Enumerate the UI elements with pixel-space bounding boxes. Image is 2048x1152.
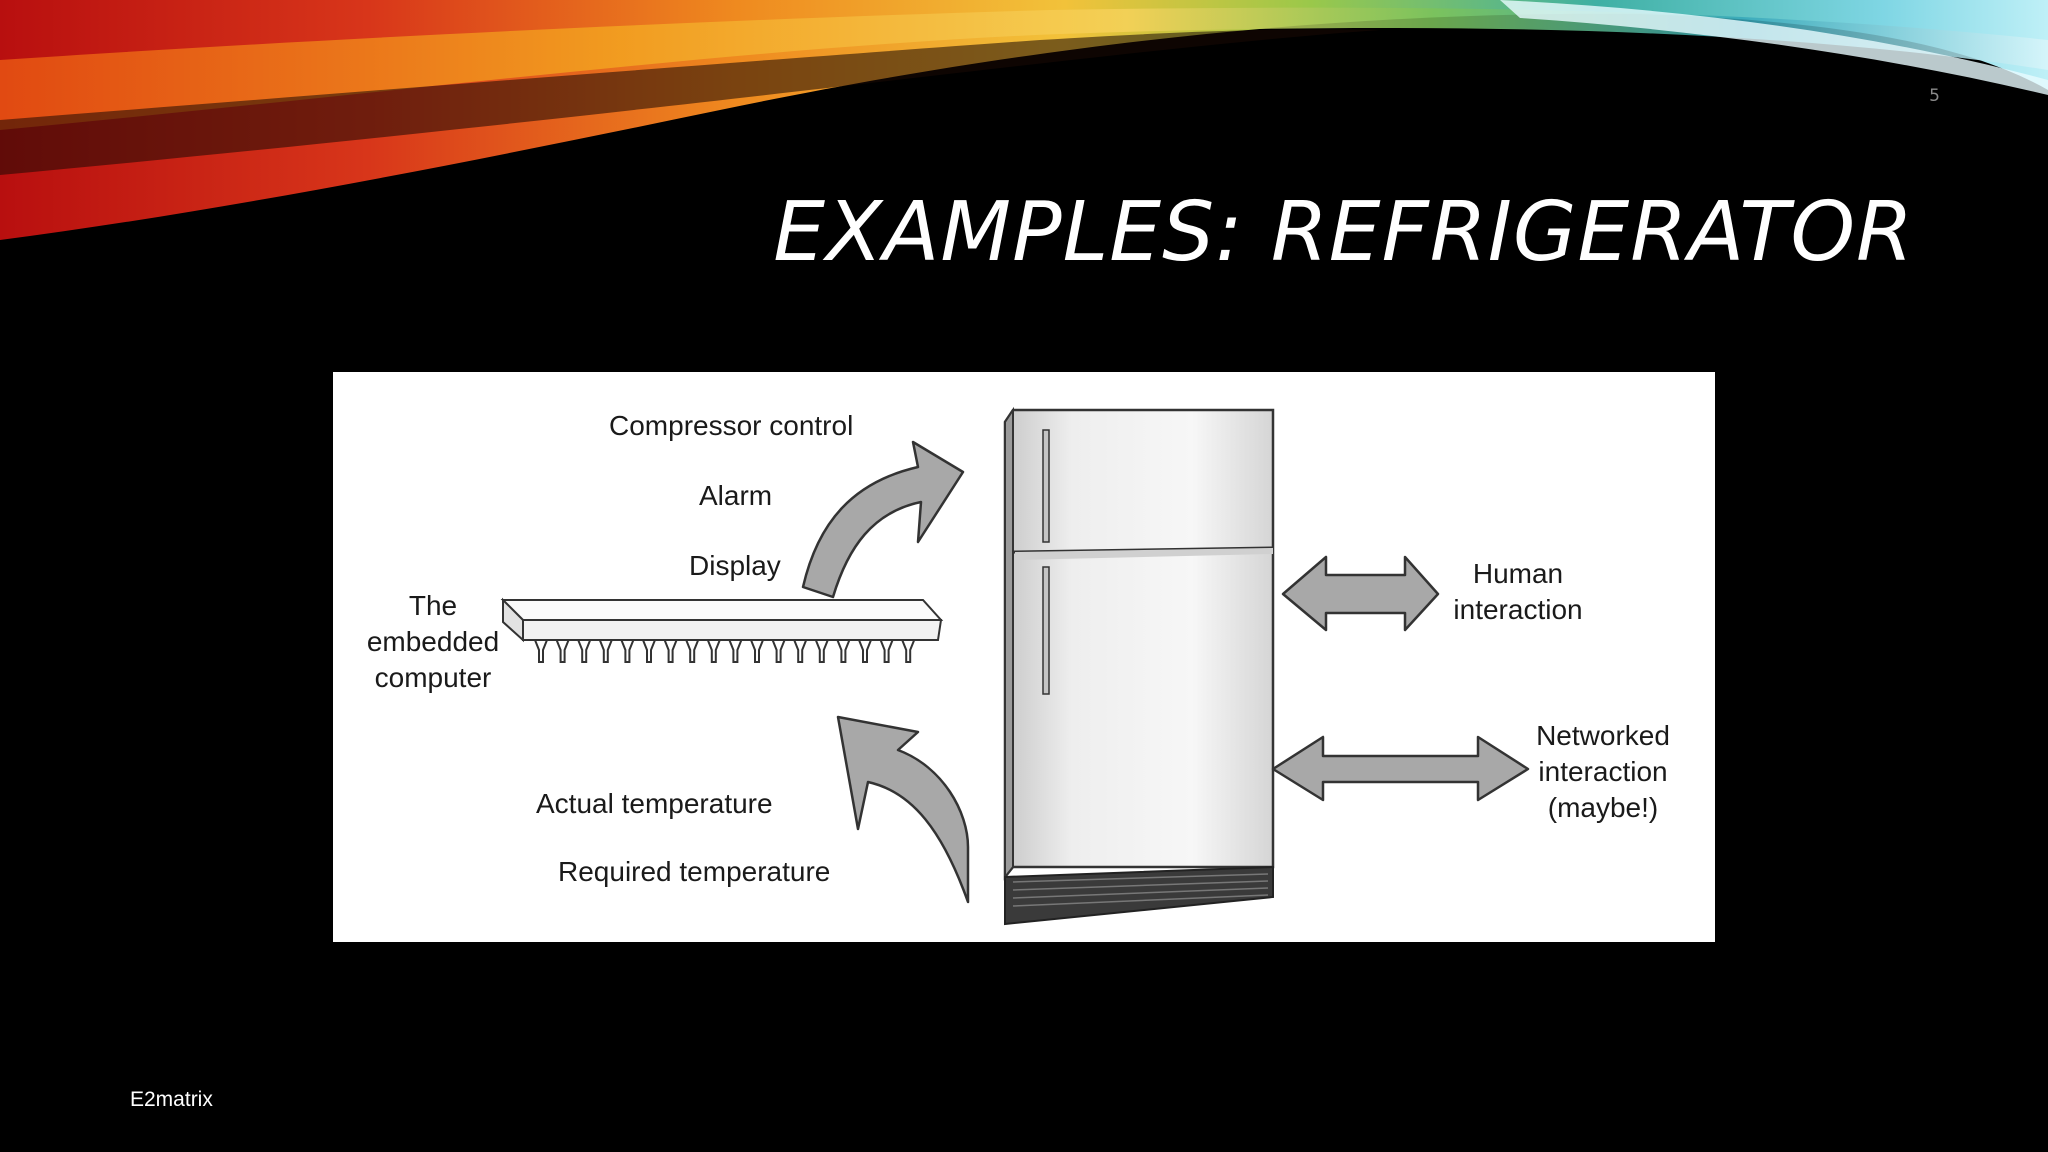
refrigerator-diagram: Compressor control Alarm Display The emb… <box>333 372 1715 942</box>
chip-pin <box>814 639 830 663</box>
networked-interaction-label: Networked interaction (maybe!) <box>1528 718 1678 826</box>
chip-pin <box>857 639 873 663</box>
chip-pin <box>771 639 787 663</box>
decorative-banner <box>0 0 2048 240</box>
display-label: Display <box>689 550 781 581</box>
chip-pin <box>684 639 700 663</box>
chip-pin <box>576 639 592 663</box>
chip-pin <box>641 639 657 663</box>
chip-pin <box>900 639 916 663</box>
chip-pin <box>663 639 679 663</box>
alarm-label: Alarm <box>699 480 773 511</box>
networked-interaction-arrow <box>1271 735 1530 802</box>
chip-pin <box>706 639 722 663</box>
chip-pin <box>792 639 808 663</box>
required-temperature-label: Required temperature <box>558 856 831 887</box>
human-interaction-label: Human interaction <box>1443 556 1593 628</box>
networked-interaction-line-1: Networked <box>1536 720 1670 751</box>
chip-pin <box>555 639 571 663</box>
slide-number: 5 <box>1929 86 1940 106</box>
output-curved-arrow <box>801 440 965 599</box>
human-interaction-line-2: interaction <box>1453 594 1583 625</box>
embedded-computer-line-1: The <box>408 590 458 621</box>
embedded-chip <box>500 597 944 663</box>
chip-pin <box>879 639 895 663</box>
footer-brand: E2matrix <box>130 1088 213 1111</box>
compressor-control-label: Compressor control <box>609 410 854 441</box>
chip-pin <box>749 639 765 663</box>
input-curved-arrow <box>836 715 970 904</box>
refrigerator <box>1003 406 1275 926</box>
chip-pin <box>533 639 549 663</box>
slide-title: EXAMPLES: REFRIGERATOR <box>773 185 1914 280</box>
chip-pin <box>727 639 743 663</box>
embedded-computer-line-2: embedded <box>366 626 500 657</box>
networked-interaction-line-2: interaction <box>1538 756 1668 787</box>
embedded-computer-line-3: computer <box>374 662 492 693</box>
human-interaction-arrow <box>1281 555 1440 632</box>
embedded-computer-label: The embedded computer <box>363 588 503 696</box>
chip-pin <box>619 639 635 663</box>
human-interaction-line-1: Human <box>1472 558 1564 589</box>
chip-pin <box>835 639 851 663</box>
networked-interaction-line-3: (maybe!) <box>1547 792 1659 823</box>
actual-temperature-label: Actual temperature <box>536 788 773 819</box>
chip-pin <box>598 639 614 663</box>
